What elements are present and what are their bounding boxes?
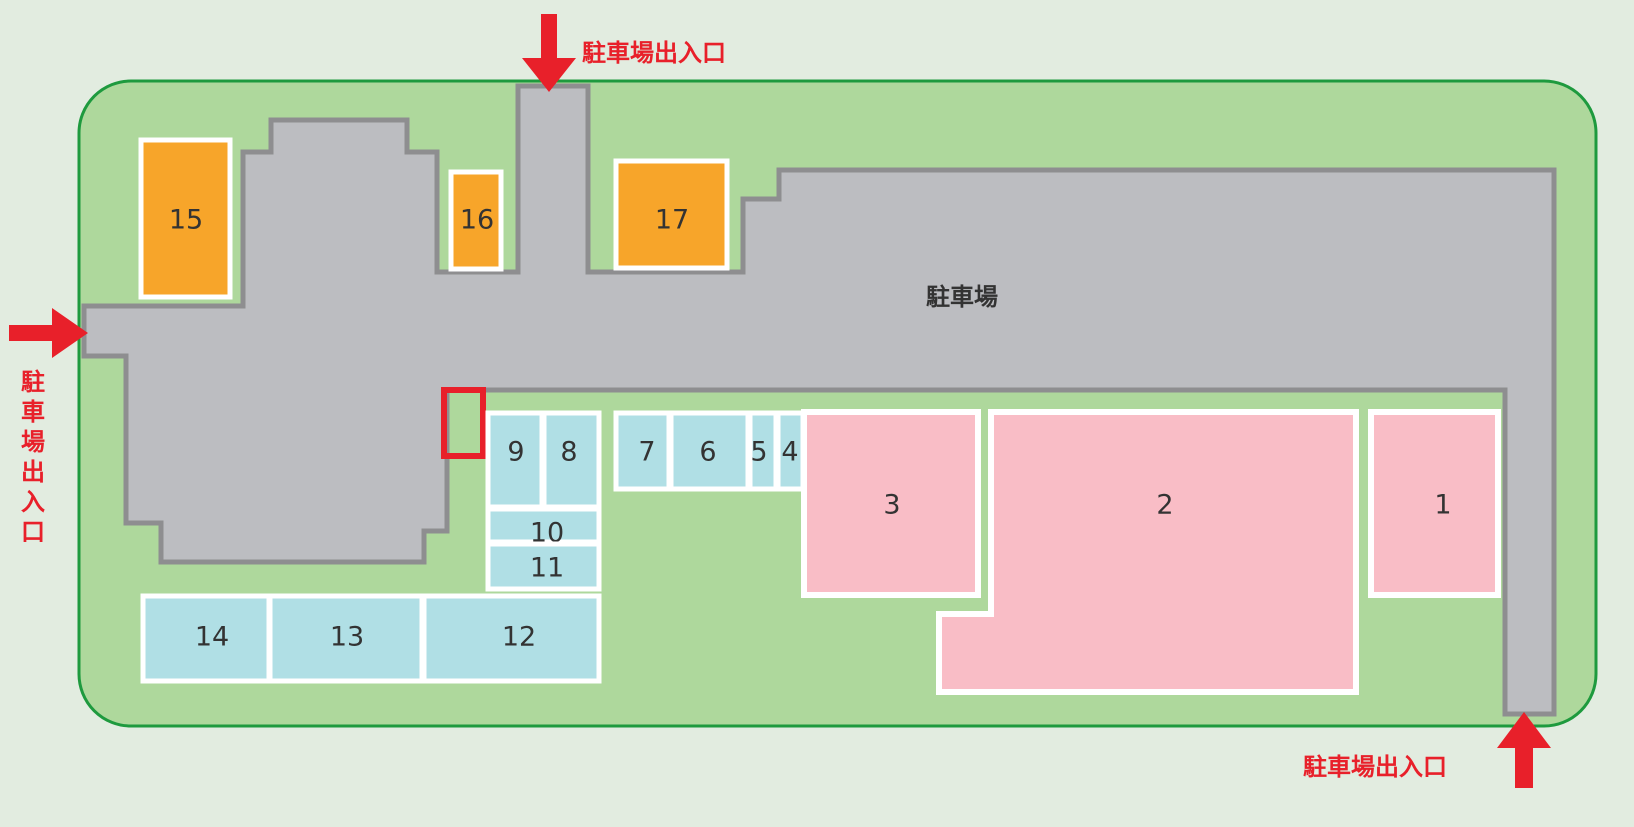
stall-1[interactable]: 1 [1368, 409, 1501, 598]
stall-2[interactable]: 2 [936, 409, 1359, 695]
svg-text:4: 4 [781, 437, 798, 468]
svg-text:駐車場出入口: 駐車場出入口 [582, 39, 726, 67]
parking-lot[interactable] [81, 83, 1557, 717]
stall-4[interactable]: 4 [775, 410, 806, 492]
arrow-right-icon [9, 308, 88, 358]
highlight-marker [441, 387, 486, 459]
stall-7[interactable]: 7 [613, 410, 672, 492]
stall-17[interactable]: 17 [613, 158, 730, 271]
stall-11[interactable]: 11 [485, 541, 602, 592]
stall-16[interactable]: 16 [448, 169, 504, 272]
stall-13[interactable]: 13 [267, 593, 425, 684]
stall-8[interactable]: 8 [541, 410, 602, 510]
svg-text:7: 7 [638, 437, 655, 468]
svg-text:6: 6 [699, 437, 716, 468]
svg-text:場: 場 [21, 428, 45, 456]
svg-text:1: 1 [1434, 490, 1451, 521]
svg-text:車: 車 [21, 398, 45, 426]
svg-text:11: 11 [530, 553, 564, 584]
svg-text:17: 17 [655, 205, 689, 236]
entrance-top: 駐車場出入口 [522, 14, 726, 92]
arrow-down-icon [522, 14, 576, 92]
svg-text:12: 12 [502, 622, 536, 653]
svg-text:15: 15 [169, 205, 203, 236]
svg-text:14: 14 [195, 622, 229, 653]
entrance-left: 駐 車 場 出 入 口 [9, 308, 88, 546]
svg-text:8: 8 [560, 437, 577, 468]
svg-text:5: 5 [750, 437, 767, 468]
stall-5[interactable]: 5 [747, 410, 779, 492]
stall-6[interactable]: 6 [668, 410, 751, 492]
svg-text:3: 3 [883, 490, 900, 521]
svg-text:駐車場出入口: 駐車場出入口 [1303, 753, 1447, 781]
arrow-up-icon [1497, 712, 1551, 788]
svg-text:2: 2 [1156, 490, 1173, 521]
svg-text:駐: 駐 [21, 368, 45, 396]
parking-label: 駐車場 [926, 283, 998, 311]
svg-text:出: 出 [21, 458, 45, 486]
svg-text:16: 16 [460, 205, 494, 236]
stall-15[interactable]: 15 [138, 137, 233, 300]
svg-text:口: 口 [21, 518, 45, 546]
stall-9[interactable]: 9 [485, 410, 545, 510]
stall-14[interactable]: 14 [140, 593, 272, 684]
svg-text:9: 9 [507, 437, 524, 468]
stall-12[interactable]: 12 [421, 593, 602, 684]
stall-3[interactable]: 3 [801, 409, 981, 598]
svg-text:13: 13 [330, 622, 364, 653]
svg-text:入: 入 [21, 488, 45, 516]
entrance-bottom-right: 駐車場出入口 [1303, 712, 1551, 788]
